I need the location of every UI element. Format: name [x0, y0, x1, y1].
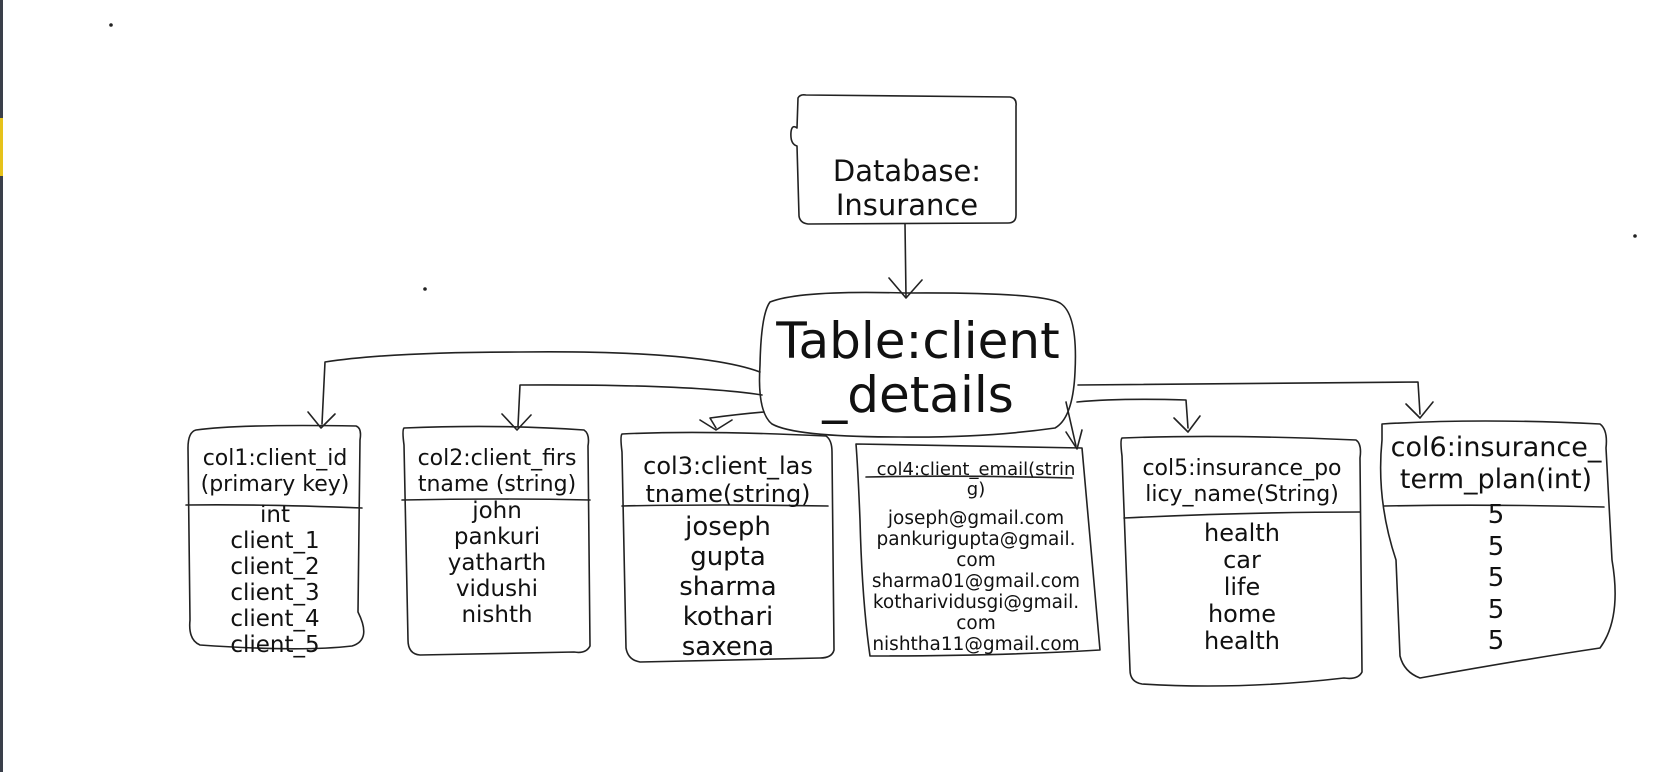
column-value: home	[1207, 600, 1277, 628]
table-to-col6-connector	[1077, 381, 1421, 415]
column-value: car	[1223, 546, 1261, 574]
column-value: 5	[1487, 563, 1505, 593]
column-value: health	[1204, 627, 1280, 655]
column-value: joseph	[685, 512, 771, 542]
column-header: col3:client_las tname(string)	[643, 452, 813, 508]
column-values: john pankuri yatharth vidushi nishth	[404, 498, 590, 628]
column-value: life	[1223, 573, 1261, 601]
col2-box-outline	[402, 425, 591, 656]
column-value: nishth	[461, 602, 533, 628]
column-values: joseph@gmail.com pankurigupta@gmail. com…	[858, 508, 1094, 655]
column-value: client_2	[230, 554, 320, 580]
column-client-id: col1:client_id (primary key) int client_…	[188, 426, 362, 658]
column-value: 5	[1487, 500, 1505, 530]
column-insurance-term-plan: col6:insurance_ term_plan(int) 5 5 5 5 5	[1384, 420, 1608, 678]
column-value: saxena	[681, 632, 775, 662]
table-to-col2-arrowhead	[501, 413, 532, 431]
col5-header-divider	[1123, 511, 1361, 519]
column-header: col4:client_email(strin g)	[876, 459, 1076, 500]
column-value: john	[472, 498, 522, 524]
column-client-lastname: col3:client_las tname(string) joseph gup…	[622, 432, 834, 662]
column-value: client_4	[230, 606, 320, 632]
column-value: yatharth	[447, 550, 547, 576]
column-value: int	[260, 502, 290, 528]
col1-box-outline	[187, 424, 365, 650]
column-value: joseph@gmail.com	[887, 508, 1065, 529]
column-header: col6:insurance_ term_plan(int)	[1390, 432, 1602, 495]
table-to-col2-connector	[517, 384, 763, 427]
table-to-col3-connector	[709, 411, 765, 429]
table-label: Table:client _details	[776, 312, 1060, 424]
column-value: client_1	[230, 528, 320, 554]
column-value: nishtha11@gmail.com	[872, 634, 1080, 655]
table-to-col5-connector	[1076, 398, 1189, 429]
column-value: kothari	[682, 602, 774, 632]
table-to-col3-arrowhead	[699, 419, 733, 431]
col1-header-divider	[185, 504, 363, 509]
column-value: 5	[1487, 626, 1505, 656]
table-to-col4-arrowhead	[1065, 429, 1083, 450]
stray-dot	[1633, 234, 1637, 238]
column-client-firstname: col2:client_firs tname (string) john pan…	[404, 426, 590, 656]
db-to-table-arrowhead	[888, 277, 923, 299]
table-to-col1-arrowhead	[307, 411, 336, 429]
database-box-outline	[790, 94, 1017, 225]
table-to-col4-connector	[1065, 401, 1077, 447]
column-header: col2:client_firs tname (string)	[417, 446, 577, 497]
db-to-table-connector	[904, 223, 907, 297]
column-value: 5	[1487, 594, 1505, 625]
column-value: client_3	[230, 580, 320, 606]
column-value: kotharividusgi@gmail. com	[872, 592, 1080, 634]
database-label: Database: Insurance	[832, 154, 982, 222]
col5-box-outline	[1120, 435, 1363, 687]
database-node: Database: Insurance	[797, 96, 1017, 224]
column-value: client_5	[230, 632, 320, 658]
col4-box-outline	[855, 443, 1101, 657]
column-value: sharma	[679, 572, 777, 602]
table-to-col5-arrowhead	[1173, 415, 1201, 433]
left-edge-strip	[0, 0, 3, 772]
col6-header-divider	[1383, 504, 1605, 508]
column-value: sharma01@gmail.com	[871, 571, 1081, 592]
col6-box-outline	[1379, 420, 1616, 679]
column-values: int client_1 client_2 client_3 client_4 …	[188, 502, 362, 658]
col3-box-outline	[620, 431, 835, 663]
column-value: health	[1204, 519, 1280, 547]
stray-dot	[109, 23, 113, 27]
table-to-col1-connector	[321, 351, 761, 425]
table-node: Table:client _details	[760, 292, 1076, 438]
column-insurance-policy-name: col5:insurance_po licy_name(String) heal…	[1122, 436, 1362, 684]
column-client-email: col4:client_email(strin g) joseph@gmail.…	[858, 444, 1094, 656]
col4-header-divider	[865, 475, 1073, 479]
column-values: 5 5 5 5 5	[1384, 500, 1608, 658]
column-values: health car life home health	[1122, 520, 1362, 655]
column-value: gupta	[690, 542, 766, 572]
column-value: vidushi	[455, 576, 539, 602]
stray-dot	[423, 287, 427, 291]
table-to-col6-arrowhead	[1405, 401, 1434, 419]
table-shape-outline	[758, 291, 1077, 438]
column-value: pankuri	[453, 524, 541, 550]
column-header: col1:client_id (primary key)	[200, 446, 350, 497]
col2-header-divider	[401, 498, 591, 501]
col3-header-divider	[621, 504, 829, 507]
column-header: col5:insurance_po licy_name(String)	[1142, 456, 1342, 507]
column-values: joseph gupta sharma kothari saxena	[622, 512, 834, 662]
column-value: 5	[1487, 531, 1505, 562]
left-edge-marker	[0, 118, 3, 176]
column-value: pankurigupta@gmail. com	[876, 529, 1076, 571]
